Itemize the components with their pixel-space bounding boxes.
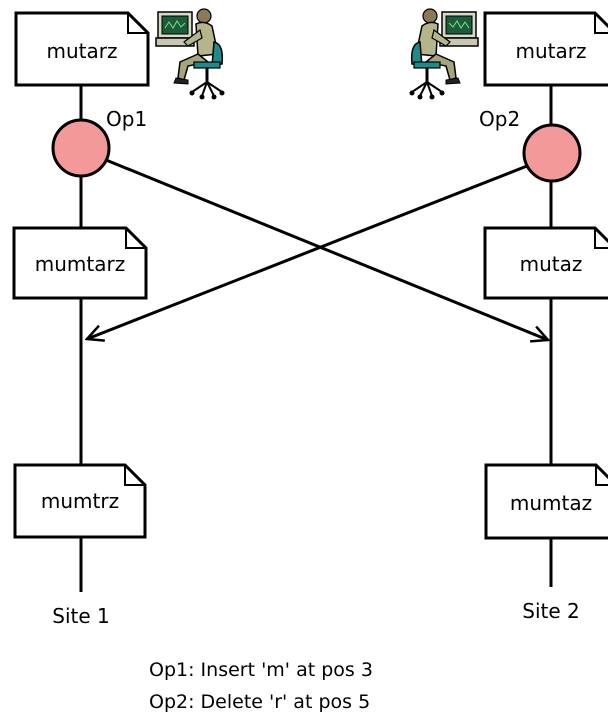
- site2-doc-after-op2-text: mutaz: [520, 252, 583, 276]
- site2-doc-final: mumtaz: [484, 463, 608, 540]
- computer-user-icon: [408, 7, 480, 101]
- op1-transmit-arrow: [105, 158, 548, 340]
- legend-op2: Op2: Delete 'r' at pos 5: [149, 691, 370, 713]
- site1-doc-initial-text: mutarz: [47, 39, 118, 63]
- site1-label: Site 1: [52, 604, 109, 628]
- computer-user-icon: [154, 7, 226, 101]
- op2-transmit-arrow: [87, 164, 528, 339]
- op2-node: [522, 123, 582, 183]
- site1-doc-after-op1: mumtarz: [12, 226, 148, 300]
- site2-doc-final-text: mumtaz: [510, 491, 592, 515]
- site1-doc-after-op1-text: mumtarz: [35, 252, 125, 276]
- site1-doc-final: mumtrz: [13, 463, 147, 539]
- site2-doc-after-op2: mutaz: [483, 226, 608, 300]
- site1-doc-initial: mutarz: [14, 11, 150, 87]
- site2-doc-initial: mutarz: [483, 11, 608, 87]
- site2-label: Site 2: [522, 599, 579, 623]
- op1-label: Op1: [106, 107, 147, 131]
- op2-label: Op2: [479, 107, 520, 131]
- legend-op1: Op1: Insert 'm' at pos 3: [149, 659, 373, 681]
- site2-doc-initial-text: mutarz: [516, 39, 587, 63]
- op1-node: [51, 118, 111, 178]
- site1-doc-final-text: mumtrz: [41, 489, 119, 513]
